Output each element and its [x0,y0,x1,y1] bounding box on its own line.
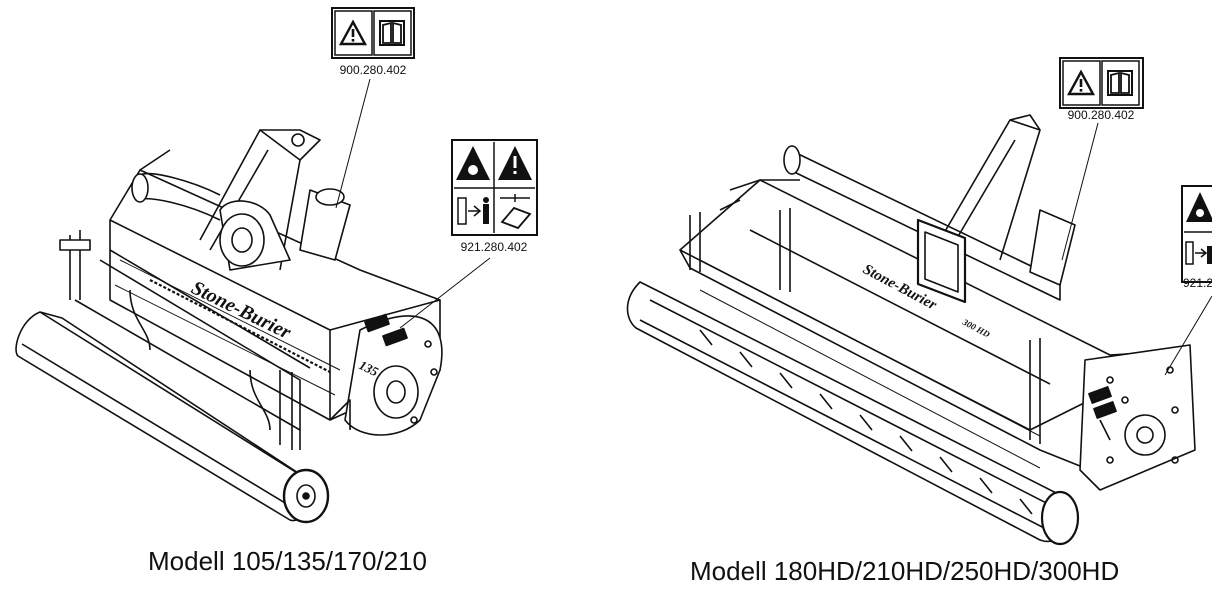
left-roller [15,311,330,524]
left-decal-rotor-hazard: 921.280.402 [399,139,538,329]
manual-book-icon [379,20,405,46]
right-housing [679,179,1196,491]
right-decal-rotor-hazard: 921.2 [1164,185,1212,376]
right-model-caption: Modell 180HD/210HD/250HD/300HD [690,556,1120,586]
warning-triangle-icon [498,146,532,180]
keep-distance-icon [1185,241,1212,265]
rotor-hazard-icon [456,146,490,180]
right-decal-code-2: 921.2 [1183,276,1212,290]
left-hitch [131,129,351,271]
left-machine-drawing: Stone-Burier 135 [15,129,443,524]
right-decal-code-1: 900.280.402 [1068,108,1135,122]
left-frame [59,230,351,450]
manual-book-icon [1107,70,1133,96]
left-model-caption: Modell 105/135/170/210 [148,546,428,576]
right-model-number: 300 HD [960,316,992,339]
right-decal-general-warning: 900.280.402 [1059,57,1144,261]
maintenance-manual-icon [500,194,532,230]
right-roller [626,281,1080,546]
left-decal-code-2: 921.280.402 [461,240,528,254]
left-decal-general-warning: 900.280.402 [331,7,415,209]
rotor-hazard-icon [1186,192,1212,222]
right-machine-drawing: Stone-Burier 300 HD [626,114,1196,546]
right-frame [689,208,1111,444]
keep-distance-icon [457,197,489,225]
left-decal-code-1: 900.280.402 [340,63,407,77]
right-hitch [916,114,1076,304]
